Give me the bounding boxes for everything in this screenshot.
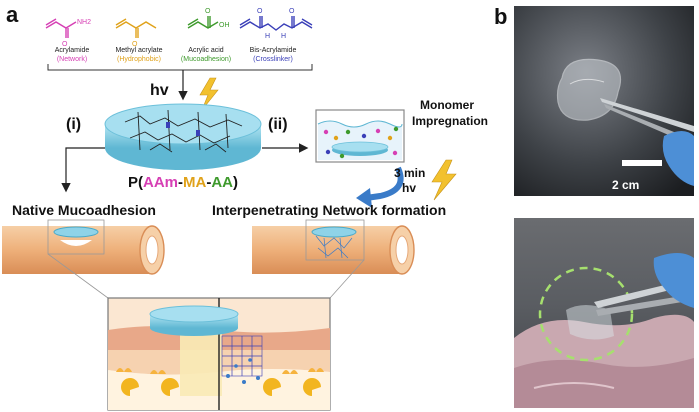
glove-bottom xyxy=(653,253,694,308)
time-label: 3 min xyxy=(394,166,426,180)
tube-ipn xyxy=(252,219,415,275)
panel-b-letter: b xyxy=(494,4,508,29)
ipn-title: Interpenetrating Network formation xyxy=(212,202,447,218)
acrylic-acid-oh-label: OH xyxy=(219,22,230,29)
hv-label-right: hv xyxy=(402,181,417,195)
acrylamide-nh2-label: NH2 xyxy=(77,19,91,26)
methyl-acrylate-structure xyxy=(115,18,157,38)
bis-acrylamide-h-label-2: H xyxy=(281,33,286,40)
polymer-dash-2: - xyxy=(206,174,212,191)
tweezers xyxy=(600,98,694,132)
cross-section xyxy=(107,297,331,411)
monomer-structures: O NH2 O O OH O O H H xyxy=(45,8,313,48)
panel-a-letter: a xyxy=(6,2,19,27)
zoom-line-left xyxy=(47,253,109,299)
methyl-acrylate-o-label: O xyxy=(132,41,138,48)
lightning-bolt-icon-right xyxy=(431,159,457,201)
role-crosslinker: Crosslinker xyxy=(255,56,291,63)
monomer-bath xyxy=(315,109,405,163)
diagram-graphics xyxy=(2,64,457,411)
monomer-name-acrylic-acid: Acrylic acid xyxy=(188,47,224,54)
acrylamide-o-label: O xyxy=(62,41,68,48)
acrylamide-structure xyxy=(45,18,77,38)
tube-native xyxy=(2,219,165,275)
role-mucoadhesion: Mucoadhesion xyxy=(183,56,229,63)
bis-acrylamide-h-label-1: H xyxy=(265,33,270,40)
bis-acrylamide-o-label-2: O xyxy=(289,8,295,15)
monomer-role-bis-acrylamide: (Crosslinker) xyxy=(253,56,293,63)
role-network: Network xyxy=(59,56,85,63)
highlight-circle xyxy=(538,266,634,362)
crosslink-dots xyxy=(166,122,200,136)
polymer-suffix: ) xyxy=(233,174,239,191)
monomer-role-acrylamide: (Network) xyxy=(56,56,88,63)
polymer-ma: MA xyxy=(183,174,207,191)
polymer-dash-1: - xyxy=(178,174,184,191)
bis-acrylamide-structure xyxy=(239,16,313,31)
step-i-label: (i) xyxy=(66,116,82,133)
step-ii-label: (ii) xyxy=(268,116,288,133)
scale-bar xyxy=(622,160,662,166)
monomer-name-bis-acrylamide: Bis-Acrylamide xyxy=(249,47,297,54)
monomer-name-methyl-acrylate: Methyl acrylate xyxy=(115,47,163,54)
lightning-bolt-icon-top xyxy=(199,77,219,111)
hv-label-top: hv xyxy=(150,82,169,99)
polymer-aam: AAm xyxy=(143,174,179,191)
monomer-impregnation-line1: Monomer xyxy=(420,98,474,112)
curved-arrow-head xyxy=(356,188,372,208)
monomer-bracket xyxy=(47,64,313,71)
monomer-role-methyl-acrylate: (Hydrophobic) xyxy=(117,56,161,63)
glove xyxy=(662,131,694,186)
native-mucoadhesion-title: Native Mucoadhesion xyxy=(12,202,156,218)
monomer-name-acrylamide: Acrylamide xyxy=(54,47,90,54)
monomer-role-acrylic-acid: (Mucoadhesion) xyxy=(180,56,232,63)
photo-bottom xyxy=(514,218,694,408)
polymer-formula: P(AAm-MA-AA) xyxy=(128,174,238,191)
curved-arrow xyxy=(365,166,404,201)
scale-bar-label: 2 cm xyxy=(612,178,640,192)
role-hydrophobic: Hydrophobic xyxy=(119,56,159,63)
acrylic-acid-o-label: O xyxy=(205,8,211,15)
zoom-line-right xyxy=(329,259,365,299)
bis-acrylamide-o-label-1: O xyxy=(257,8,263,15)
polymer-aa: AA xyxy=(211,174,234,191)
photo-top xyxy=(514,6,694,196)
polymer-prefix: P( xyxy=(128,174,143,191)
acrylic-acid-structure xyxy=(187,16,219,29)
monomer-impregnation-line2: Impregnation xyxy=(412,114,489,128)
arrow-step-i xyxy=(61,147,105,193)
